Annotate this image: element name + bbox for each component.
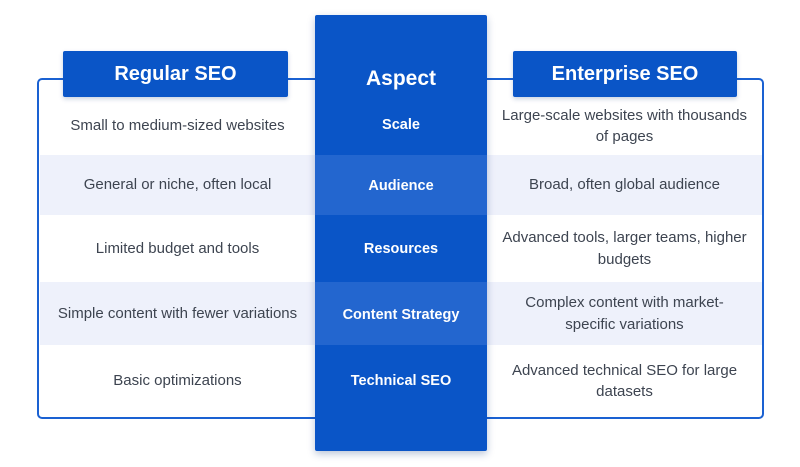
enterprise-seo-column: Large-scale websites with thousands of p… [487,97,762,417]
enterprise-cell-technical-seo: Advanced technical SEO for large dataset… [487,345,762,417]
enterprise-cell-resources: Advanced tools, larger teams, higher bud… [487,215,762,282]
regular-seo-header: Regular SEO [63,51,288,97]
regular-cell-technical-seo: Basic optimizations [40,345,315,417]
aspect-label-technical-seo: Technical SEO [350,373,452,389]
regular-cell-text: Small to medium-sized websites [70,117,285,135]
enterprise-cell-text: Advanced tools, larger teams, higher bud… [502,229,747,268]
aspect-label-resources: Resources [363,241,439,257]
aspect-band-content-strategy [315,282,487,345]
regular-cell-text: Limited budget and tools [95,239,260,257]
regular-seo-column: Small to medium-sized websites General o… [40,97,315,417]
enterprise-seo-header: Enterprise SEO [513,51,737,97]
enterprise-cell-audience: Broad, often global audience [487,155,762,215]
enterprise-cell-content-strategy: Complex content with market-specific var… [487,282,762,345]
aspect-label-audience: Audience [368,178,434,194]
regular-cell-scale: Small to medium-sized websites [40,97,315,155]
regular-cell-text: Simple content with fewer variations [57,304,298,322]
regular-cell-text: General or niche, often local [83,176,272,194]
aspect-label-scale: Scale [382,117,420,133]
aspect-column-title: Aspect [365,67,437,90]
regular-cell-content-strategy: Simple content with fewer variations [40,282,315,345]
regular-cell-text: Basic optimizations [113,372,242,390]
enterprise-cell-text: Broad, often global audience [529,176,720,194]
enterprise-seo-header-label: Enterprise SEO [551,62,699,85]
aspect-column: Aspect Scale Audience Resources Content … [315,15,487,451]
regular-cell-resources: Limited budget and tools [40,215,315,282]
aspect-label-content-strategy: Content Strategy [342,307,460,323]
enterprise-cell-text: Large-scale websites with thousands of p… [501,106,748,145]
enterprise-cell-scale: Large-scale websites with thousands of p… [487,97,762,155]
enterprise-cell-text: Advanced technical SEO for large dataset… [511,361,738,400]
regular-seo-header-label: Regular SEO [114,62,237,85]
aspect-band-audience [315,155,487,215]
enterprise-cell-text: Complex content with market-specific var… [525,294,724,333]
regular-cell-audience: General or niche, often local [40,155,315,215]
